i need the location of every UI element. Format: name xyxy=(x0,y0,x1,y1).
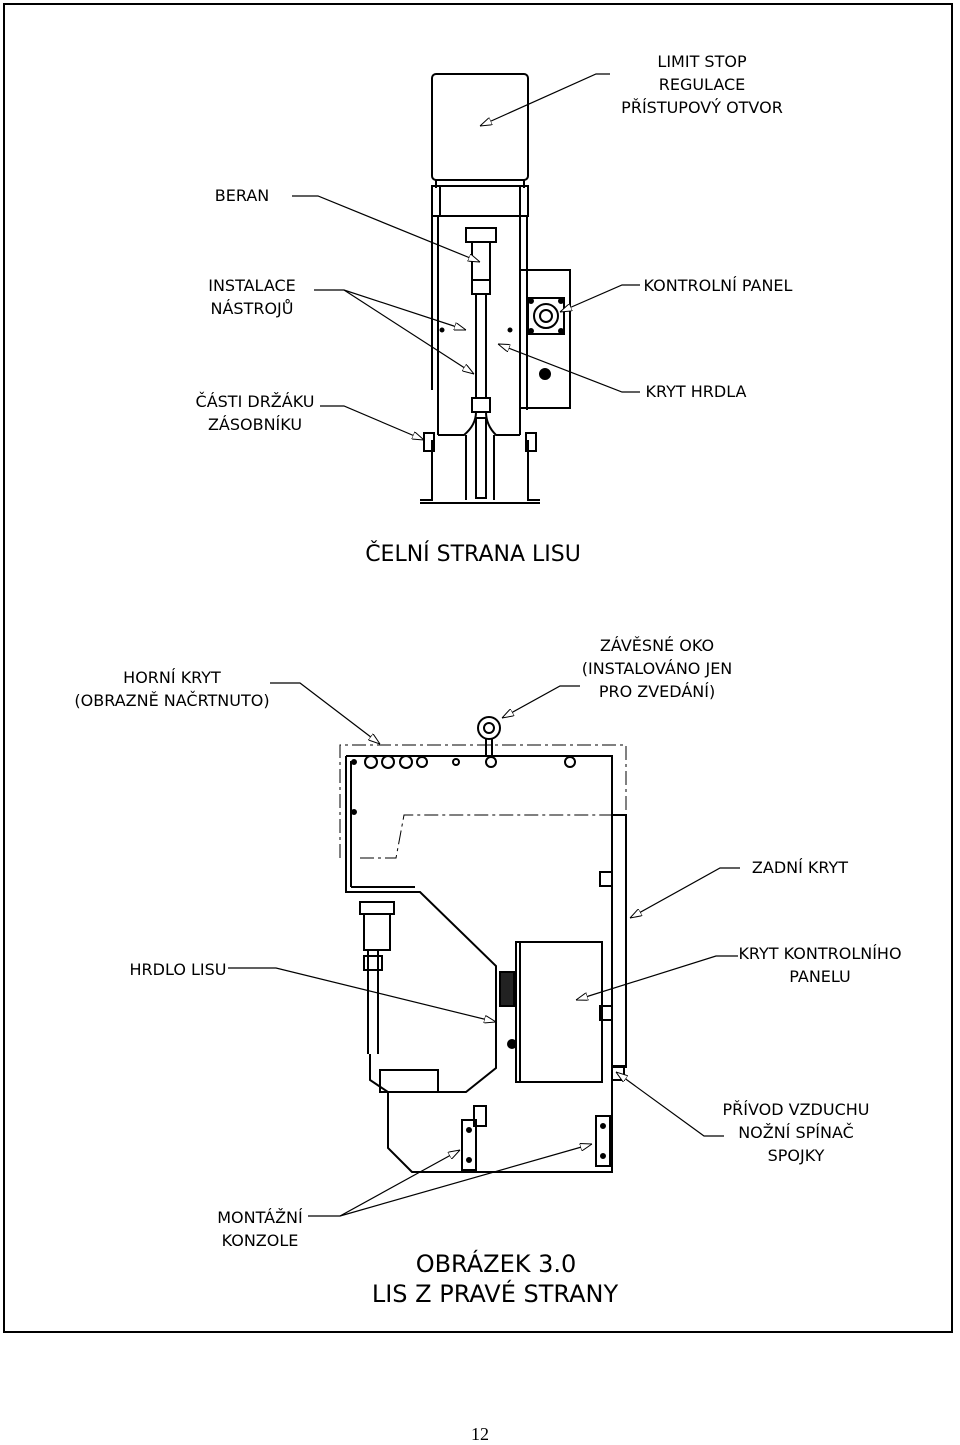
label-line: LIMIT STOP xyxy=(657,52,747,71)
label-beran: BERAN xyxy=(200,184,284,207)
label-zavesne-oko: ZÁVĚSNÉ OKO (INSTALOVÁNO JEN PRO ZVEDÁNÍ… xyxy=(572,634,742,703)
label-kontrolni-panel: KONTROLNÍ PANEL xyxy=(636,274,800,297)
label-line: INSTALACE xyxy=(208,276,296,295)
label-line: PŘÍSTUPOVÝ OTVOR xyxy=(621,98,783,117)
label-privod-vzduchu: PŘÍVOD VZDUCHU NOŽNÍ SPÍNAČ SPOJKY xyxy=(716,1098,876,1167)
label-kryt-hrdla: KRYT HRDLA xyxy=(636,380,756,403)
front-view-press xyxy=(420,73,571,504)
label-line: KONTROLNÍ PANEL xyxy=(643,276,793,295)
label-line: PŘÍVOD VZDUCHU xyxy=(722,1100,870,1119)
label-line: REGULACE xyxy=(658,75,746,94)
front-view-title: ČELNÍ STRANA LISU xyxy=(365,542,581,567)
label-line: PRO ZVEDÁNÍ) xyxy=(598,682,716,701)
label-line: HRDLO LISU xyxy=(129,960,227,979)
label-line: NÁSTROJŮ xyxy=(210,299,294,318)
label-line: (OBRAZNĚ NAČRTNUTO) xyxy=(74,691,270,710)
side-view-leaders xyxy=(228,682,740,1217)
label-line: PANELU xyxy=(789,967,851,986)
page-number: 12 xyxy=(471,1424,489,1444)
label-line: ZÁSOBNÍKU xyxy=(207,415,303,434)
label-line: BERAN xyxy=(214,186,270,205)
label-horni-kryt: HORNÍ KRYT (OBRAZNĚ NAČRTNUTO) xyxy=(66,666,278,712)
label-line: NOŽNÍ SPÍNAČ xyxy=(738,1123,854,1142)
label-casti-drzaku: ČÁSTI DRŽÁKU ZÁSOBNÍKU xyxy=(186,390,324,436)
label-line: SPOJKY xyxy=(767,1146,825,1165)
figure-caption: LIS Z PRAVÉ STRANY xyxy=(371,1280,619,1308)
label-line: KONZOLE xyxy=(221,1231,299,1250)
label-line: ZÁVĚSNÉ OKO xyxy=(599,636,715,655)
label-montazni-konzole: MONTÁŽNÍ KONZOLE xyxy=(206,1206,314,1252)
label-hrdlo-lisu: HRDLO LISU xyxy=(120,958,236,981)
label-kryt-kontrolniho-panelu: KRYT KONTROLNÍHO PANELU xyxy=(730,942,910,988)
label-line: ČÁSTI DRŽÁKU xyxy=(195,392,315,411)
label-line: MONTÁŽNÍ xyxy=(217,1208,303,1227)
label-line: KRYT KONTROLNÍHO xyxy=(738,944,902,963)
label-line: (INSTALOVÁNO JEN xyxy=(581,659,733,678)
front-view-leaders xyxy=(292,73,640,440)
label-instalace-nastroju: INSTALACE NÁSTROJŮ xyxy=(192,274,312,320)
side-view-press xyxy=(339,716,627,1173)
figure-number: OBRÁZEK 3.0 xyxy=(415,1250,577,1278)
label-line: ZADNÍ KRYT xyxy=(751,858,849,877)
drawing-frame xyxy=(3,3,953,1333)
label-limit-stop: LIMIT STOP REGULACE PŘÍSTUPOVÝ OTVOR xyxy=(604,50,800,119)
label-line: KRYT HRDLA xyxy=(645,382,747,401)
label-zadni-kryt: ZADNÍ KRYT xyxy=(742,856,858,879)
label-line: HORNÍ KRYT xyxy=(123,668,221,687)
